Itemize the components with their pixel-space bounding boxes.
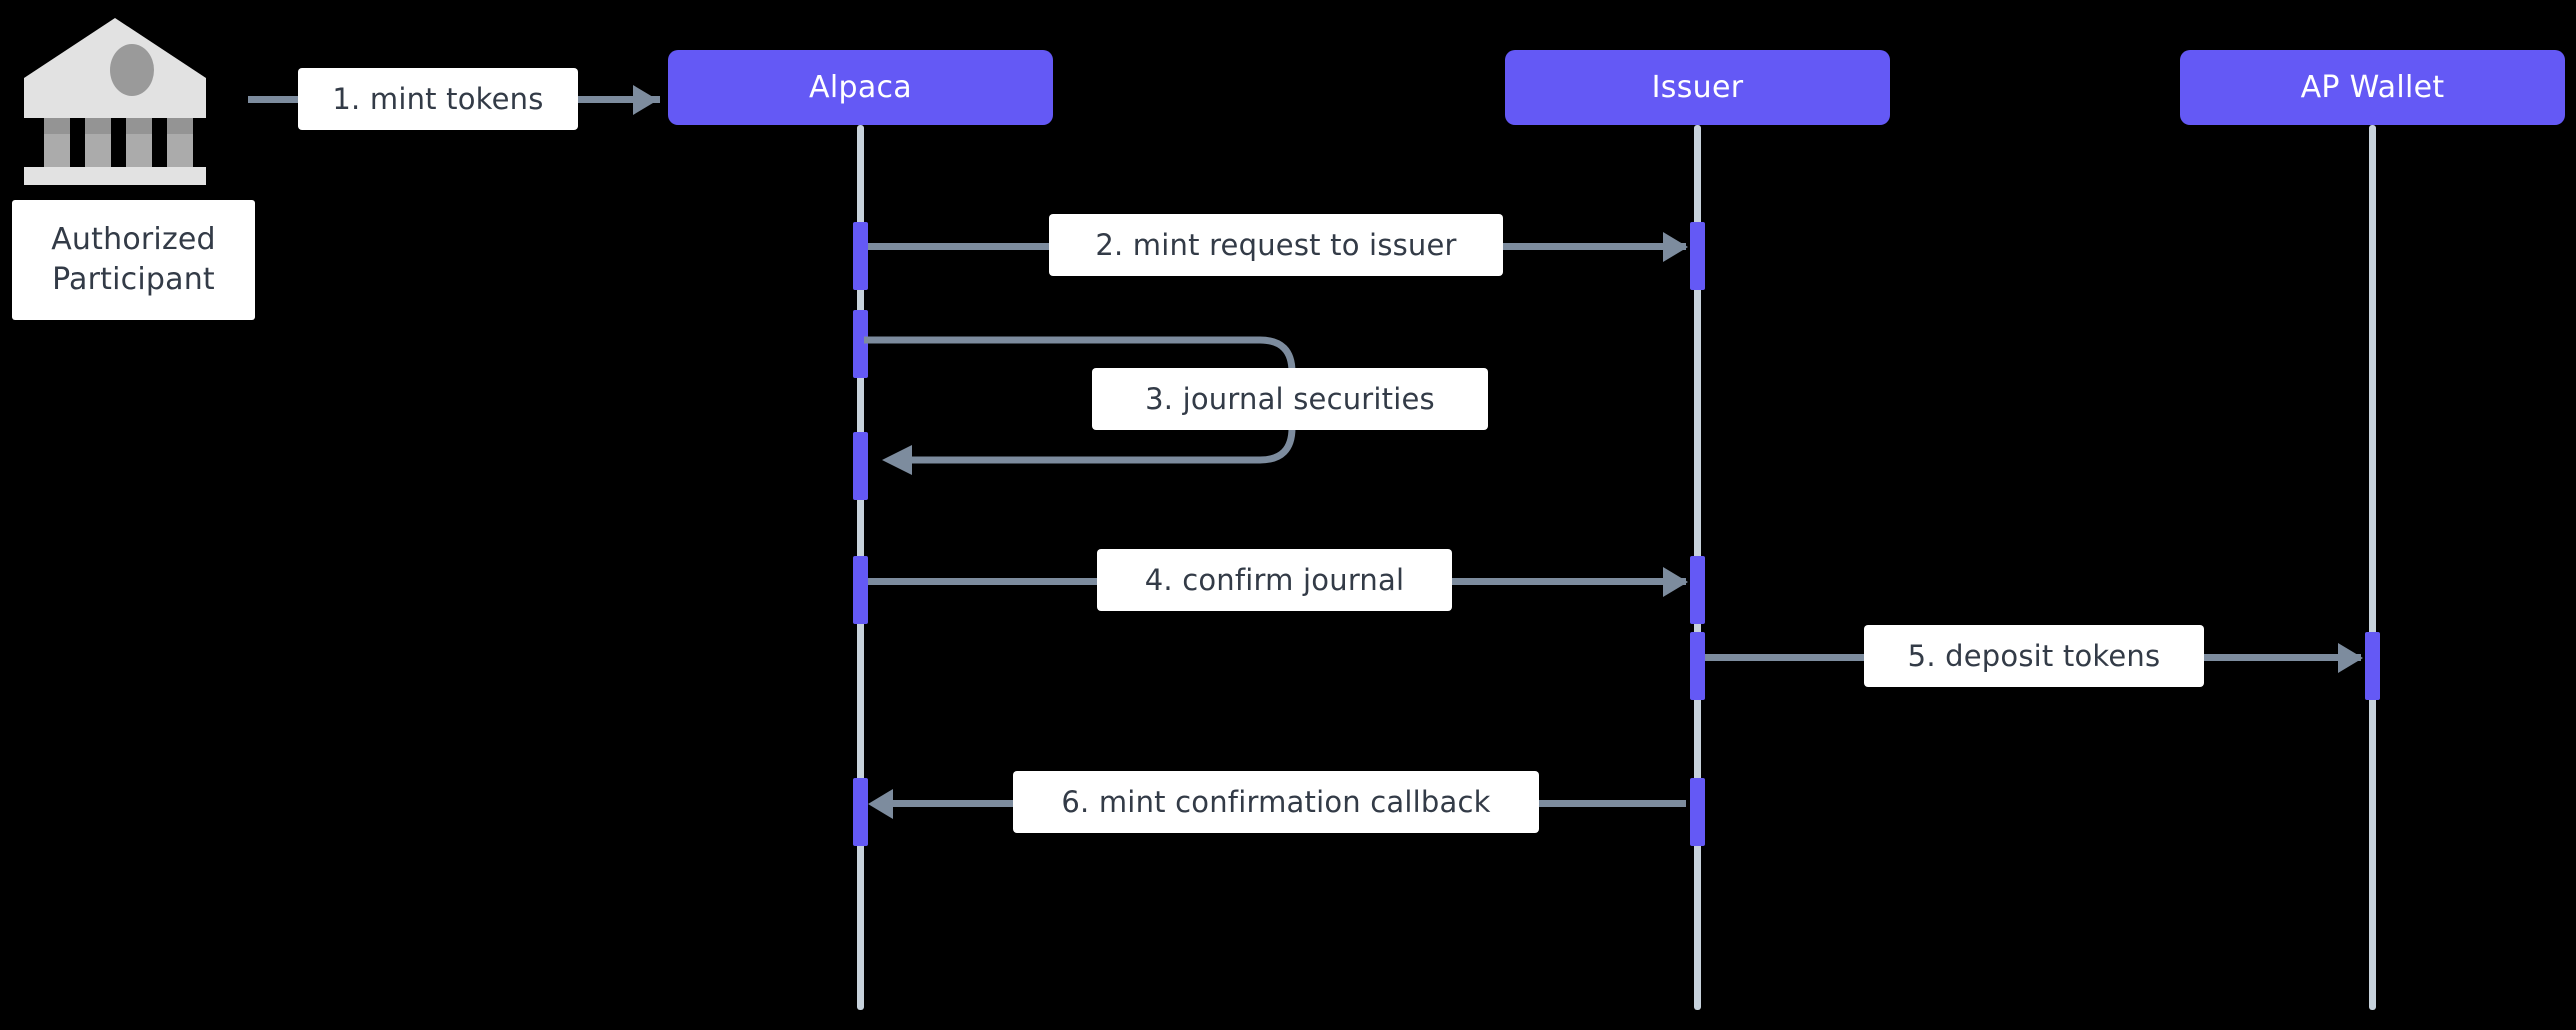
message-2-arrowhead bbox=[1663, 232, 1688, 262]
message-5-arrowhead bbox=[2338, 643, 2363, 673]
bank-institution-icon bbox=[20, 12, 210, 187]
message-1-arrowhead bbox=[633, 85, 658, 115]
message-4-arrowhead bbox=[1663, 567, 1688, 597]
message-1-label[interactable]: 1. mint tokens bbox=[298, 68, 578, 130]
participant-header-ap-wallet[interactable]: AP Wallet bbox=[2180, 50, 2565, 125]
activation-alpaca-1 bbox=[853, 222, 868, 290]
activation-alpaca-2 bbox=[853, 310, 868, 378]
participant-label-ap-wallet: AP Wallet bbox=[2300, 70, 2445, 105]
activation-issuer-3 bbox=[1690, 632, 1705, 700]
message-6-label[interactable]: 6. mint confirmation callback bbox=[1013, 771, 1539, 833]
activation-alpaca-5 bbox=[853, 778, 868, 846]
message-3-label[interactable]: 3. journal securities bbox=[1092, 368, 1488, 430]
activation-alpaca-4 bbox=[853, 556, 868, 624]
bank-icon-svg bbox=[24, 18, 206, 185]
message-6-arrowhead bbox=[868, 789, 893, 819]
participant-header-alpaca[interactable]: Alpaca bbox=[668, 50, 1053, 125]
message-4-label[interactable]: 4. confirm journal bbox=[1097, 549, 1452, 611]
actor-label-line-2: Participant bbox=[52, 262, 215, 297]
activation-issuer-2 bbox=[1690, 556, 1705, 624]
message-2-label[interactable]: 2. mint request to issuer bbox=[1049, 214, 1503, 276]
participant-label-issuer: Issuer bbox=[1651, 70, 1744, 105]
actor-label-authorized-participant: Authorized Participant bbox=[12, 200, 255, 320]
activation-ap-wallet-1 bbox=[2365, 632, 2380, 700]
lifeline-ap-wallet bbox=[2369, 125, 2376, 1010]
actor-label-line-1: Authorized bbox=[51, 221, 216, 257]
activation-issuer-4 bbox=[1690, 778, 1705, 846]
activation-issuer-1 bbox=[1690, 222, 1705, 290]
activation-alpaca-3 bbox=[853, 432, 868, 500]
participant-header-issuer[interactable]: Issuer bbox=[1505, 50, 1890, 125]
participant-label-alpaca: Alpaca bbox=[809, 70, 912, 105]
message-5-label[interactable]: 5. deposit tokens bbox=[1864, 625, 2204, 687]
